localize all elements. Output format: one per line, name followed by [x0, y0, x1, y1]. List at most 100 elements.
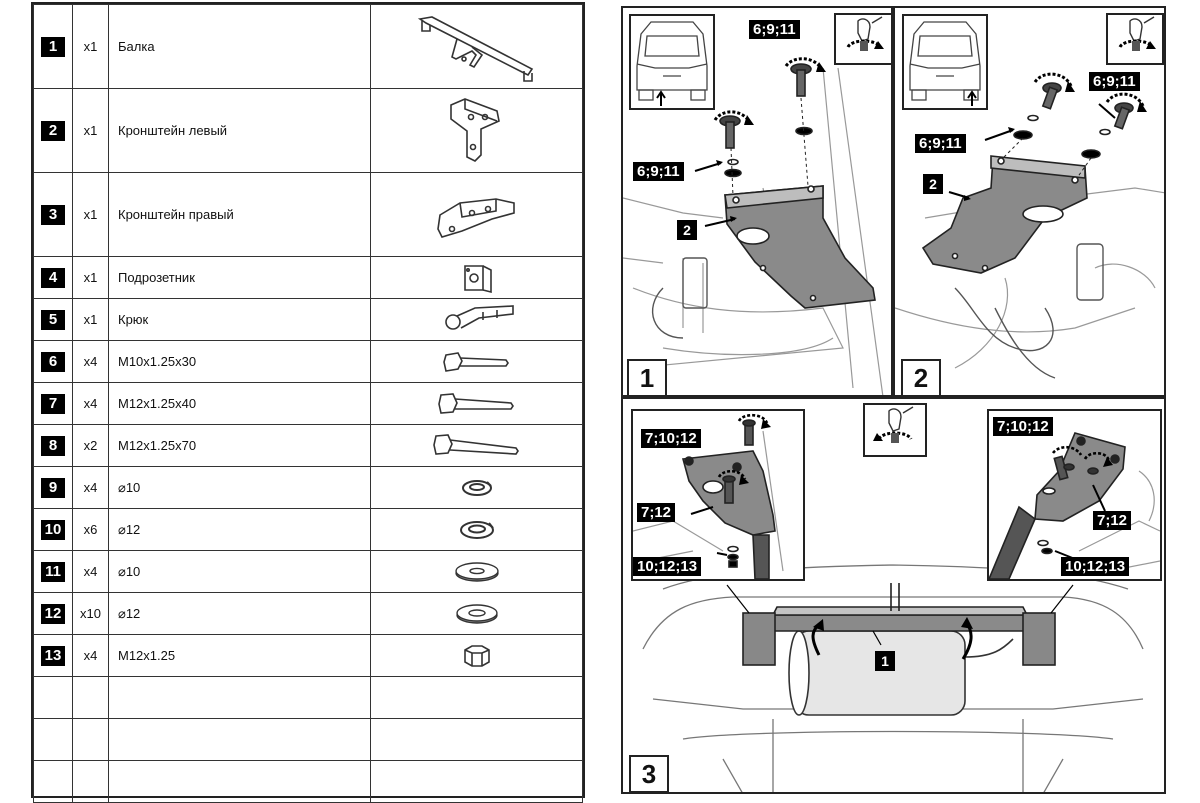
part-number: 10: [41, 519, 65, 540]
left-bracket-icon: [449, 97, 500, 162]
spring-washer-icon: [461, 479, 492, 496]
part-number: 1: [41, 36, 65, 57]
table-row: 1 x1 Балка: [33, 4, 583, 89]
part-number: 2: [41, 120, 65, 141]
callout-beam: 1: [875, 651, 895, 671]
left-bracket: [921, 155, 1088, 274]
table-row: [33, 676, 583, 719]
part-name: M10x1.25x30: [108, 340, 371, 383]
tighten-inset: [834, 13, 891, 65]
callout-bracket: 2: [923, 174, 943, 194]
table-row: 8 x2 M12x1.25x70: [33, 424, 583, 467]
wrench-tighten-icon: [846, 16, 884, 51]
tow-hook-icon: [444, 304, 514, 330]
callout-left-mid: 7;12: [637, 503, 676, 522]
callout-bolt-left: 6;9;11: [633, 162, 684, 181]
callout-right-bottom: 10;12;13: [1061, 557, 1130, 576]
step-2-illustration: [895, 72, 1164, 379]
step-number: 2: [901, 359, 941, 395]
callout-right-mid: 7;12: [1093, 511, 1132, 530]
part-number: 3: [41, 204, 65, 225]
wrench-tighten-icon: [1118, 16, 1156, 51]
parts-list-table: 1 x1 Балка 2 x1 Кронштейн левый 3 x1 Кро…: [31, 2, 585, 803]
part-number: 13: [41, 645, 65, 666]
part-name: M12x1.25x40: [108, 382, 371, 425]
wrench-tighten-icon: [873, 406, 914, 443]
car-rear-icon: [909, 21, 981, 106]
part-quantity: x1: [72, 256, 109, 299]
table-row: 2 x1 Кронштейн левый: [33, 88, 583, 173]
part-name: ⌀10: [108, 466, 371, 509]
part-name: M12x1.25: [108, 634, 371, 677]
callout-left-top: 7;10;12: [641, 429, 701, 448]
part-number: 11: [41, 561, 65, 582]
part-number: 4: [41, 267, 65, 288]
step-number: 1: [627, 359, 667, 395]
bolt-short-icon: [442, 351, 509, 372]
table-row: [33, 760, 583, 803]
tow-beam-icon: [417, 15, 533, 82]
hex-nut-icon: [463, 644, 490, 667]
part-number: 12: [41, 603, 65, 624]
part-number: 6: [41, 351, 65, 372]
callout-bolt-right: 6;9;11: [1089, 72, 1140, 91]
part-quantity: x1: [72, 4, 109, 89]
part-quantity: x4: [72, 382, 109, 425]
step-3-illustration: [642, 564, 1144, 792]
car-rear-icon: [636, 21, 708, 106]
callout-left-bottom: 10;12;13: [633, 557, 702, 576]
right-bracket-detail: 7;10;12 7;12 10;12;13: [987, 409, 1162, 581]
part-number: 8: [41, 435, 65, 456]
part-quantity: x4: [72, 550, 109, 593]
callout-bolt-top: 6;9;11: [749, 20, 800, 39]
table-row: 9 x4 ⌀10: [33, 466, 583, 509]
part-name: ⌀12: [108, 592, 371, 635]
part-quantity: x10: [72, 592, 109, 635]
right-bracket-icon: [436, 197, 515, 238]
step-1-panel: 6;9;11 6;9;11 2 1: [621, 6, 893, 397]
car-rear-inset: [902, 14, 988, 110]
part-quantity: x4: [72, 340, 109, 383]
callout-right-top: 7;10;12: [993, 417, 1053, 436]
part-quantity: x6: [72, 508, 109, 551]
table-row: 7 x4 M12x1.25x40: [33, 382, 583, 425]
right-bracket-detail-illustration: [989, 432, 1160, 579]
table-row: 5 x1 Крюк: [33, 298, 583, 341]
spring-washer-icon: [459, 520, 494, 539]
part-number: 9: [41, 477, 65, 498]
part-number: 7: [41, 393, 65, 414]
table-row: 4 x1 Подрозетник: [33, 256, 583, 299]
part-quantity: x1: [72, 172, 109, 257]
part-name: Крюк: [108, 298, 371, 341]
part-name: ⌀10: [108, 550, 371, 593]
left-bracket-detail: 7;10;12 7;12 10;12;13: [631, 409, 805, 581]
flat-washer-icon: [455, 603, 498, 624]
part-name: Балка: [108, 4, 371, 89]
step-1-illustration: [623, 57, 884, 395]
flat-washer-icon: [454, 561, 499, 582]
table-row: 12 x10 ⌀12: [33, 592, 583, 635]
callout-bolt-left: 6;9;11: [915, 134, 966, 153]
part-name: Подрозетник: [108, 256, 371, 299]
callout-bracket: 2: [677, 220, 697, 240]
left-bracket-detail-illustration: [633, 413, 784, 579]
bolt-medium-icon: [437, 392, 514, 414]
table-row: 10 x6 ⌀12: [33, 508, 583, 551]
part-quantity: x1: [72, 298, 109, 341]
step-2-panel: 6;9;11 6;9;11 2 2: [893, 6, 1166, 397]
table-row: 11 x4 ⌀10: [33, 550, 583, 593]
step-number: 3: [629, 755, 669, 792]
socket-holder-icon: [463, 264, 492, 293]
part-quantity: x2: [72, 424, 109, 467]
part-quantity: x1: [72, 88, 109, 173]
table-row: 3 x1 Кронштейн правый: [33, 172, 583, 257]
part-name: ⌀12: [108, 508, 371, 551]
part-quantity: x4: [72, 634, 109, 677]
table-row: 13 x4 M12x1.25: [33, 634, 583, 677]
part-name: M12x1.25x70: [108, 424, 371, 467]
table-row: [33, 718, 583, 761]
table-row: 6 x4 M10x1.25x30: [33, 340, 583, 383]
car-rear-inset: [629, 14, 715, 110]
left-bracket: [724, 185, 876, 309]
part-number: 5: [41, 309, 65, 330]
